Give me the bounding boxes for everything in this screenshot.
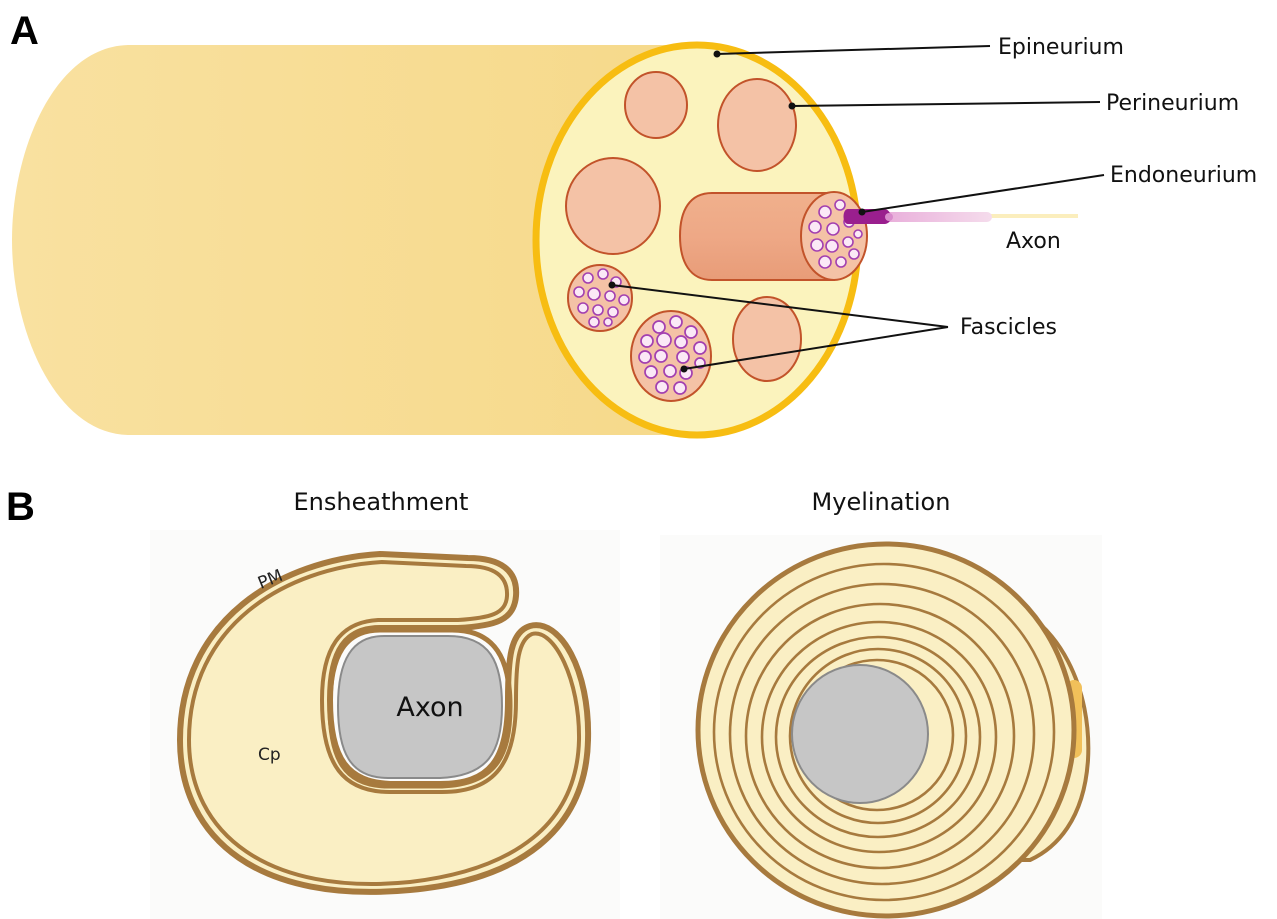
panel-a-letter: A	[10, 9, 39, 53]
fascicle-with-axons	[568, 265, 632, 331]
label-axon-ensheathment: Axon	[396, 692, 463, 723]
fascicle	[625, 72, 687, 138]
label-cp: Cp	[258, 745, 281, 765]
fascicle	[718, 79, 796, 171]
axon-tail	[844, 209, 1079, 224]
label-fascicles: Fascicles	[960, 315, 1057, 340]
label-epineurium: Epineurium	[998, 35, 1124, 60]
fascicle	[566, 158, 660, 254]
myelinated-axon	[792, 665, 928, 803]
label-axon: Axon	[1006, 229, 1061, 254]
title-myelination: Myelination	[812, 488, 951, 516]
title-ensheathment: Ensheathment	[294, 488, 469, 516]
label-endoneurium: Endoneurium	[1110, 163, 1257, 188]
fascicle-with-axons	[631, 311, 711, 401]
panel-b-letter: B	[6, 485, 35, 529]
fascicle	[733, 297, 801, 381]
label-perineurium: Perineurium	[1106, 91, 1239, 116]
protruding-fascicle	[680, 192, 867, 280]
